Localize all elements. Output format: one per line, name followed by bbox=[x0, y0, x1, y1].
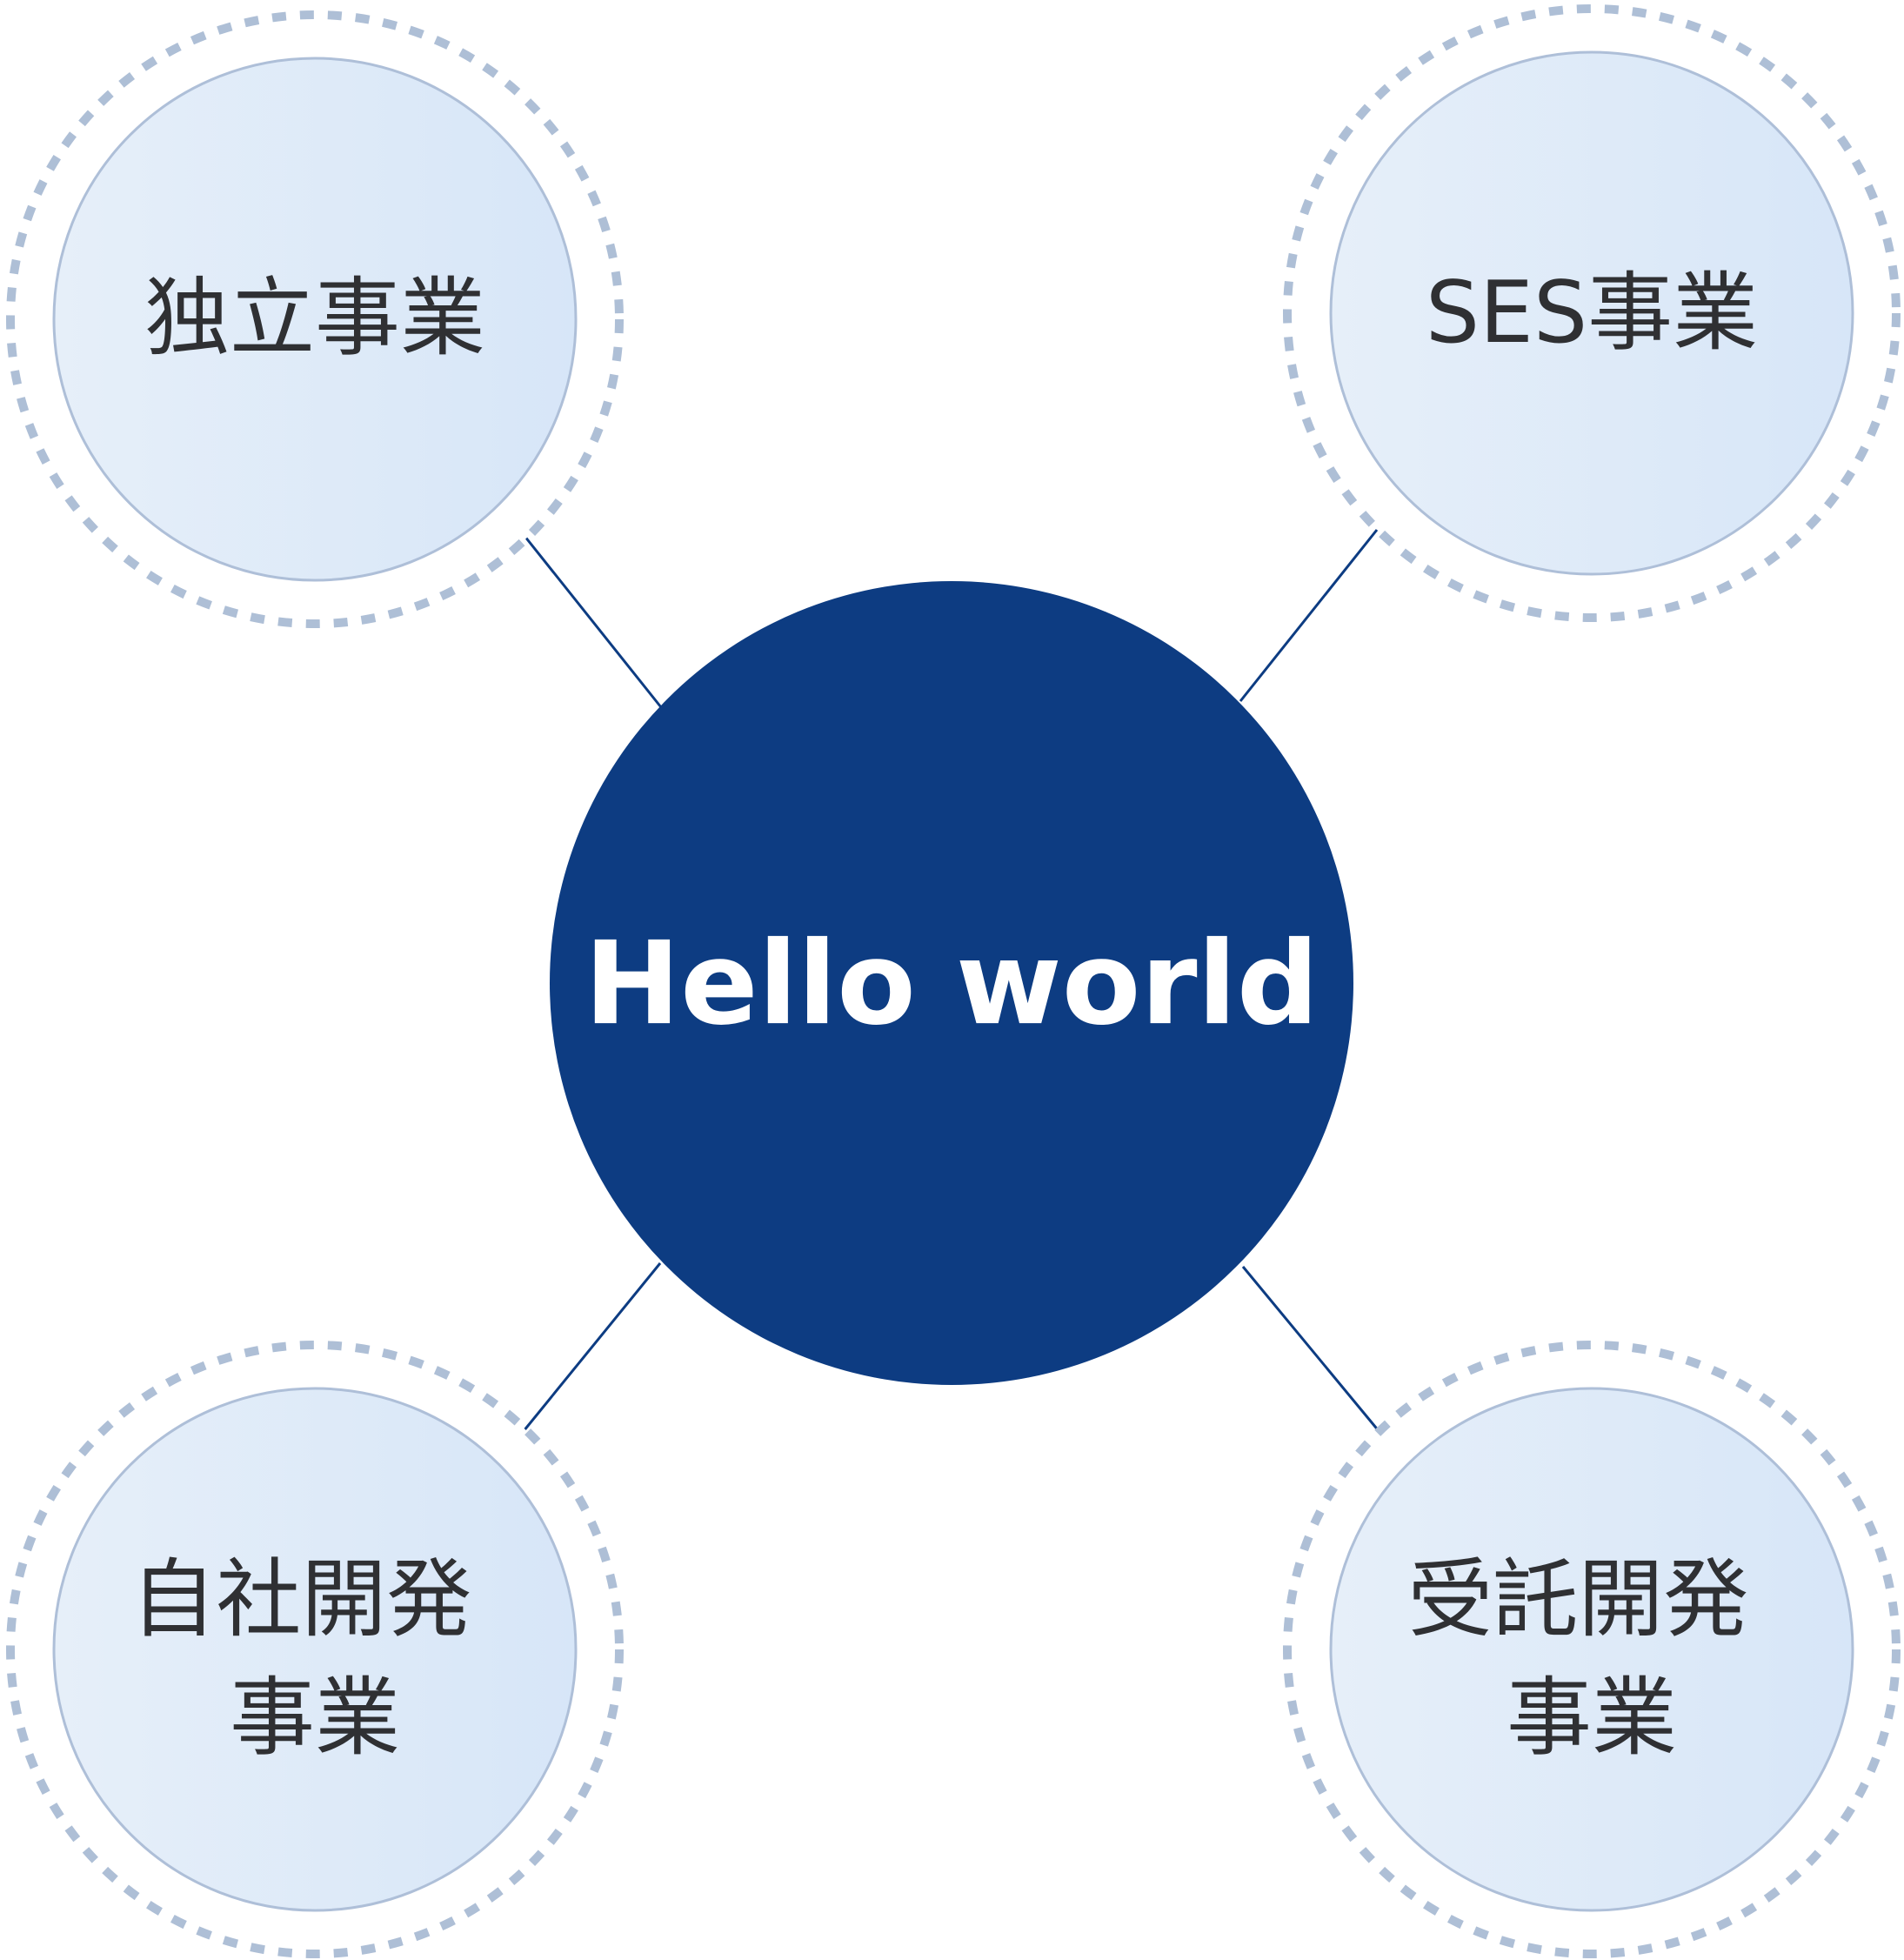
node-circle bbox=[1329, 1387, 1854, 1912]
node-label: 独立事業 bbox=[144, 269, 485, 368]
node-label: 受託開発 事業 bbox=[1407, 1550, 1775, 1768]
connector-top-right bbox=[1239, 529, 1379, 702]
connector-lines bbox=[522, 529, 1381, 1433]
connector-top-left bbox=[523, 535, 663, 708]
node-circle bbox=[1329, 50, 1854, 576]
center-hub: Hello world bbox=[550, 581, 1353, 1385]
node-top-right: SES事業 bbox=[1283, 4, 1901, 622]
connector-bottom-left bbox=[522, 1262, 662, 1432]
connector-bottom-right bbox=[1241, 1266, 1381, 1433]
center-circle bbox=[550, 581, 1353, 1385]
node-top-left: 独立事業 bbox=[6, 10, 624, 628]
center-label: Hello world bbox=[585, 917, 1319, 1051]
node-label: SES事業 bbox=[1426, 264, 1758, 363]
node-bottom-right: 受託開発 事業 bbox=[1283, 1341, 1901, 1958]
node-circle bbox=[52, 1387, 578, 1912]
node-label: 自社開発 事業 bbox=[130, 1550, 498, 1768]
node-bottom-left: 自社開発 事業 bbox=[6, 1341, 624, 1958]
node-circle bbox=[52, 57, 578, 582]
